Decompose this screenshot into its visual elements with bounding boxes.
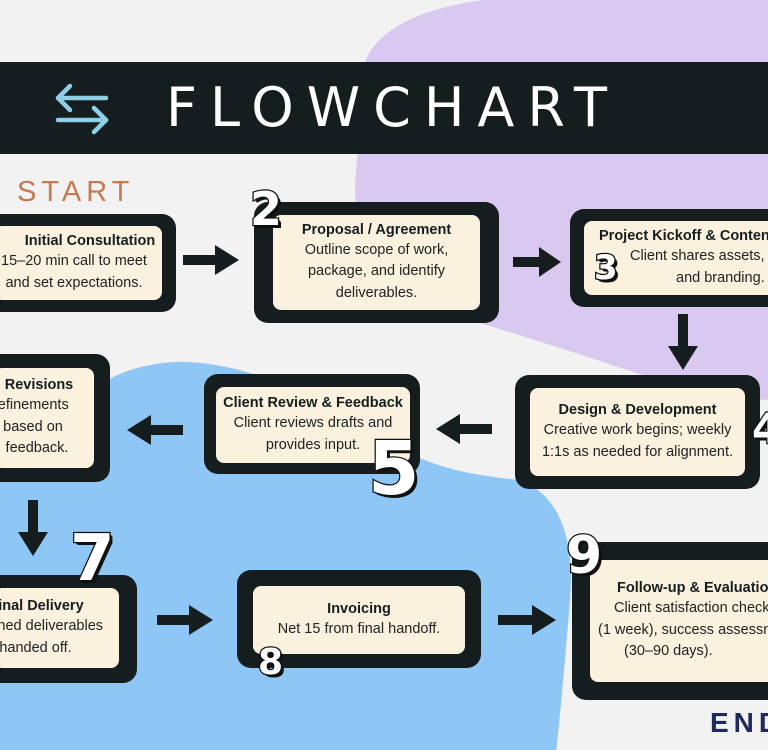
step-6-box: Revisions Refinements based on feedback. — [0, 354, 110, 482]
step-4-title: Design & Development — [558, 402, 717, 418]
step-6-desc-line-1: Refinements — [0, 397, 69, 414]
step-9-desc-line-1: Client satisfaction check — [614, 600, 768, 617]
step-6-title: Revisions — [4, 377, 74, 394]
step-1-desc-line-2: and set expectations. — [5, 274, 143, 291]
step-7-title: Final Delivery — [0, 598, 84, 614]
step-1-box: Initial Consultation 15–20 min call to m… — [0, 214, 176, 312]
step-4-box: Design & Development Creative work begin… — [515, 375, 760, 489]
step-1-title: Initial Consultation — [24, 233, 156, 249]
step-2-title: Proposal / Agreement — [301, 221, 452, 238]
step-9-box: Follow-up & Evaluation Client satisfacti… — [572, 542, 768, 700]
step-6-desc-line-3: feedback. — [5, 440, 69, 457]
step-9-title: Follow-up & Evaluation — [617, 580, 768, 597]
arrow-down-6-to-7 — [18, 500, 48, 556]
header-bar — [0, 62, 768, 154]
step-5-number: 5 — [367, 426, 421, 512]
step-5-desc-line-1: Client reviews drafts and — [233, 415, 393, 431]
swap-arrows-icon — [55, 83, 109, 135]
step-4-desc-line-1: Creative work begins; weekly — [543, 422, 732, 438]
step-2-box: Proposal / Agreement Outline scope of wo… — [254, 202, 499, 323]
arrow-left-4-to-5 — [436, 414, 492, 444]
step-8-box: Invoicing Net 15 from final handoff. — [237, 570, 481, 668]
step-1-desc-line-1: 15–20 min call to meet — [1, 253, 147, 269]
step-3-title: Project Kickoff & Content — [599, 228, 768, 244]
step-2-desc-line-2: package, and identify — [307, 263, 446, 280]
arrow-right-1-to-2 — [183, 245, 239, 275]
step-3-number: 3 — [593, 248, 619, 288]
end-label: END — [710, 707, 768, 738]
step-4-desc-line-2: 1:1s as needed for alignment. — [541, 443, 734, 460]
step-7-box: Final Delivery Polished deliverables han… — [0, 575, 137, 683]
step-3-desc-line-1: Client shares assets, — [630, 248, 765, 264]
arrow-right-7-to-8 — [157, 605, 213, 635]
step-3-desc-line-2: and branding. — [676, 269, 765, 286]
step-7-desc-line-2: handed off. — [0, 639, 72, 656]
step-5-box: Client Review & Feedback Client reviews … — [204, 374, 420, 474]
start-label: START — [17, 176, 135, 208]
step-6-desc-line-2: based on — [3, 418, 63, 435]
step-9-desc-line-2: (1 week), success assessment — [598, 621, 768, 638]
page-title: FLOWCHART — [166, 76, 620, 139]
step-9-desc-line-3: (30–90 days). — [624, 643, 713, 660]
step-8-title: Invoicing — [327, 600, 391, 617]
step-8-number: 8 — [257, 642, 285, 683]
step-8-desc-line-1: Net 15 from final handoff. — [277, 620, 441, 637]
step-3-box: Project Kickoff & Content Client shares … — [570, 209, 768, 307]
arrow-left-5-to-6 — [127, 415, 183, 445]
step-2-desc-line-1: Outline scope of work, — [304, 241, 449, 258]
arrow-right-2-to-3 — [513, 247, 561, 277]
step-9-number: 9 — [565, 526, 604, 586]
step-2-number: 2 — [249, 182, 284, 236]
step-7-desc-line-1: Polished deliverables — [0, 618, 104, 634]
arrow-down-3-to-4 — [668, 314, 698, 370]
step-5-title: Client Review & Feedback — [223, 395, 403, 411]
arrow-right-8-to-9 — [498, 605, 556, 635]
step-5-desc-line-2: provides input. — [265, 436, 361, 453]
step-4-number: 4 — [751, 404, 768, 453]
step-7-number: 7 — [69, 522, 116, 596]
step-2-desc-line-3: deliverables. — [335, 284, 418, 301]
